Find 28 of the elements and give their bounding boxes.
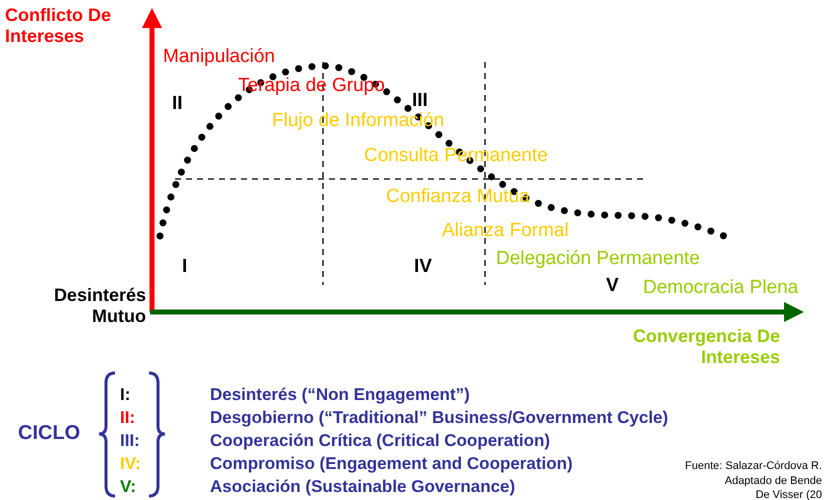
quadrant-numeral: I <box>182 256 188 278</box>
cycle-numeral: V: <box>120 477 136 497</box>
stage-label: Democracia Plena <box>643 277 798 299</box>
stage-label: Manipulación <box>163 46 275 68</box>
cycle-description: Desgobierno (“Traditional” Business/Government Cycle) <box>210 408 668 428</box>
stage-label: Flujo de Información <box>272 110 444 132</box>
cycle-description: Compromiso (Engagement and Cooperation) <box>210 454 573 474</box>
cycle-heading: CICLO <box>18 422 80 445</box>
cycle-numeral: II: <box>120 408 136 428</box>
stage-label: Alianza Formal <box>442 220 569 242</box>
cycle-description: Asociación (Sustainable Governance) <box>210 477 516 497</box>
cycle-description: Cooperación Crítica (Critical Cooperation) <box>210 431 550 451</box>
quadrant-numeral: III <box>412 90 428 112</box>
axis-title: Conflicto De Intereses <box>5 5 112 46</box>
axis-title: Desinterés Mutuo <box>52 285 146 326</box>
source-note: De Visser (20 <box>754 489 822 500</box>
cycle-description: Desinterés (“Non Engagement”) <box>210 385 470 405</box>
axis-title: Convergencia De Intereses <box>632 326 780 368</box>
quadrant-numeral: II <box>172 93 183 115</box>
quadrant-numeral: V <box>606 275 619 297</box>
stage-label: Consulta Permanente <box>364 145 548 167</box>
source-note: Fuente: Salazar-Córdova R. <box>684 460 822 473</box>
cycle-numeral: I: <box>120 385 130 405</box>
cycle-numeral: IV: <box>120 454 141 474</box>
quadrant-numeral: IV <box>414 256 432 278</box>
stage-label: Delegación Permanente <box>496 248 700 270</box>
source-note: Adaptado de Bende <box>724 475 822 488</box>
cycle-numeral: III: <box>120 431 140 451</box>
